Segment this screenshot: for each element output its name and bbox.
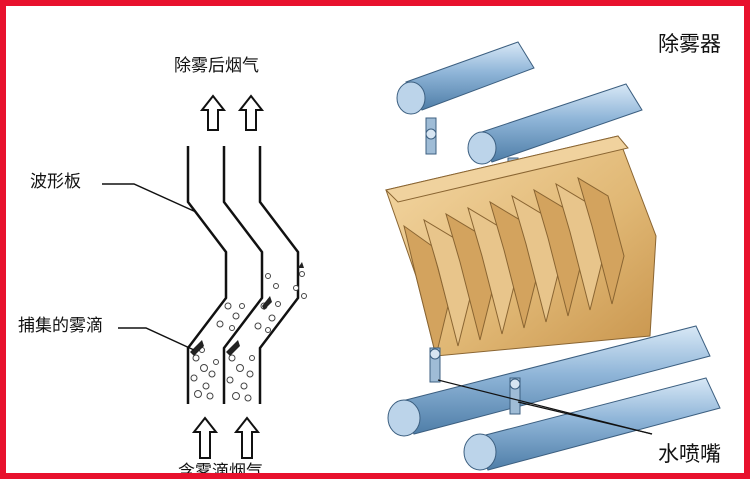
demister-illustration [385,41,721,471]
label-demister: 除雾器 [658,32,721,56]
label-nozzle: 水喷嘴 [658,442,721,466]
nozzle-icon [425,117,437,155]
lower-pipe [463,377,721,471]
droplet-leader [118,327,195,351]
up-arrow-icon [237,94,265,131]
wave-plate-lines [186,146,300,404]
wave-plate-leader [102,183,197,213]
label-exhaust-bottom: 含雾滴烟气 [178,462,263,479]
up-arrow-icon [191,416,219,459]
upper-pipe [467,83,643,165]
up-arrow-icon [233,416,261,459]
wave-plate-schematic [102,94,307,459]
lower-pipe [387,325,711,437]
label-wave-plate: 波形板 [30,172,81,192]
label-droplets: 捕集的雾滴 [18,316,103,336]
up-arrow-icon [199,94,227,131]
nozzle-icon [509,377,521,415]
label-exhaust-top: 除雾后烟气 [174,56,259,76]
captured-droplet-film [190,262,304,356]
upper-pipe [396,41,535,115]
wave-blade-pack [385,135,657,357]
nozzle-icon [429,347,441,383]
nozzle-leader [517,401,653,435]
